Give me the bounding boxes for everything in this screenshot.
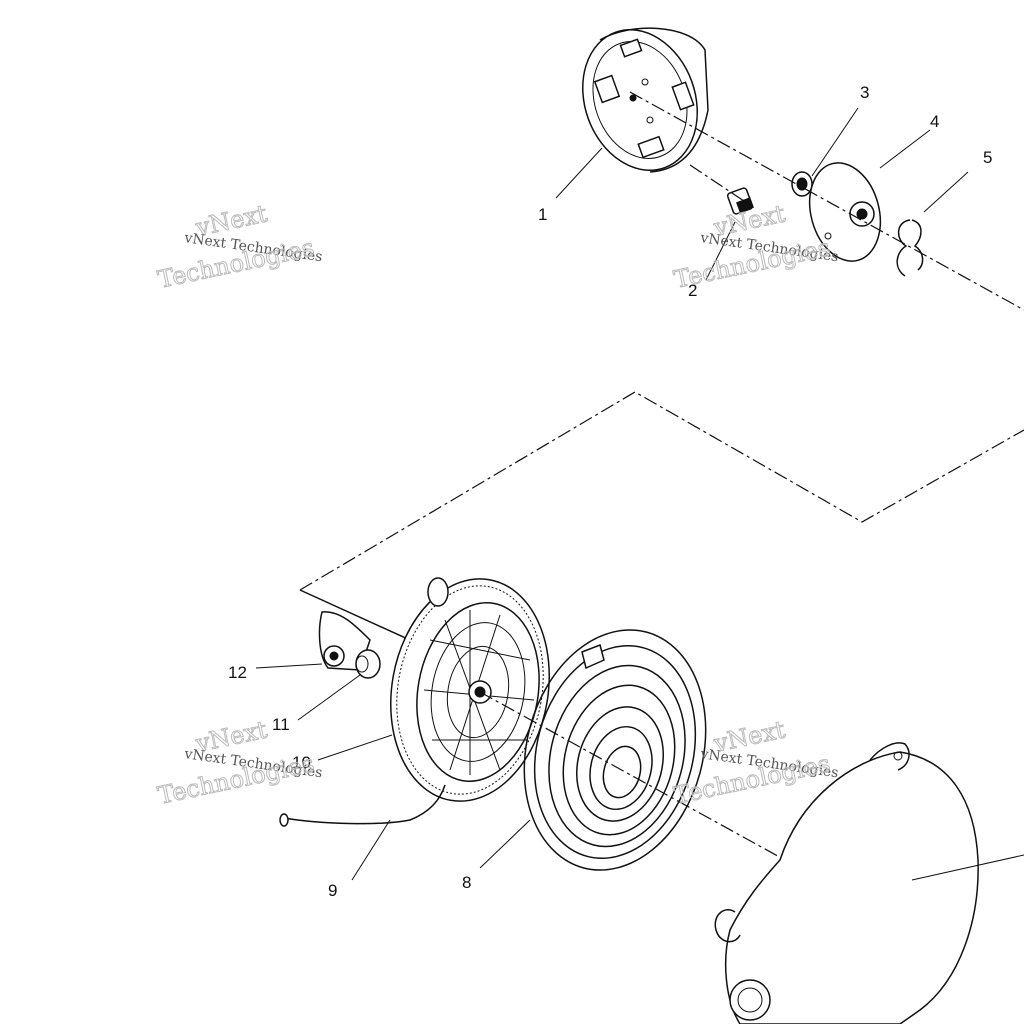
callout-8: 8 [462,873,471,892]
callout-4: 4 [930,112,939,131]
part-5-spring-clip [896,219,924,277]
callout-9: 9 [328,881,337,900]
watermark-bottom-left: vNext vNext Technologies Technologies [155,715,323,810]
callout-10: 10 [292,753,311,772]
callout-2: 2 [688,281,697,300]
part-4-plate [808,162,882,262]
part-1-starter-cup [582,27,709,173]
starter-housing-outline [299,391,1024,641]
part-8-recoil-spring [523,629,707,871]
callout-11: 11 [272,715,290,734]
part-5-cover [714,742,979,1024]
part-12-bracket [318,611,371,671]
watermark-bottom-right: vNext vNext Technologies Technologies [671,715,839,810]
callout-1: 1 [538,205,547,224]
part-10-reel-pulley [390,577,550,802]
callout-12: 12 [228,663,247,682]
part-9-rope [279,784,446,827]
watermark-top-left: vNext vNext Technologies Technologies [155,199,323,294]
part-11-bushing [355,649,381,679]
part-3-nut [791,171,813,197]
callout-5-top: 5 [983,148,992,167]
callout-3: 3 [860,83,869,102]
